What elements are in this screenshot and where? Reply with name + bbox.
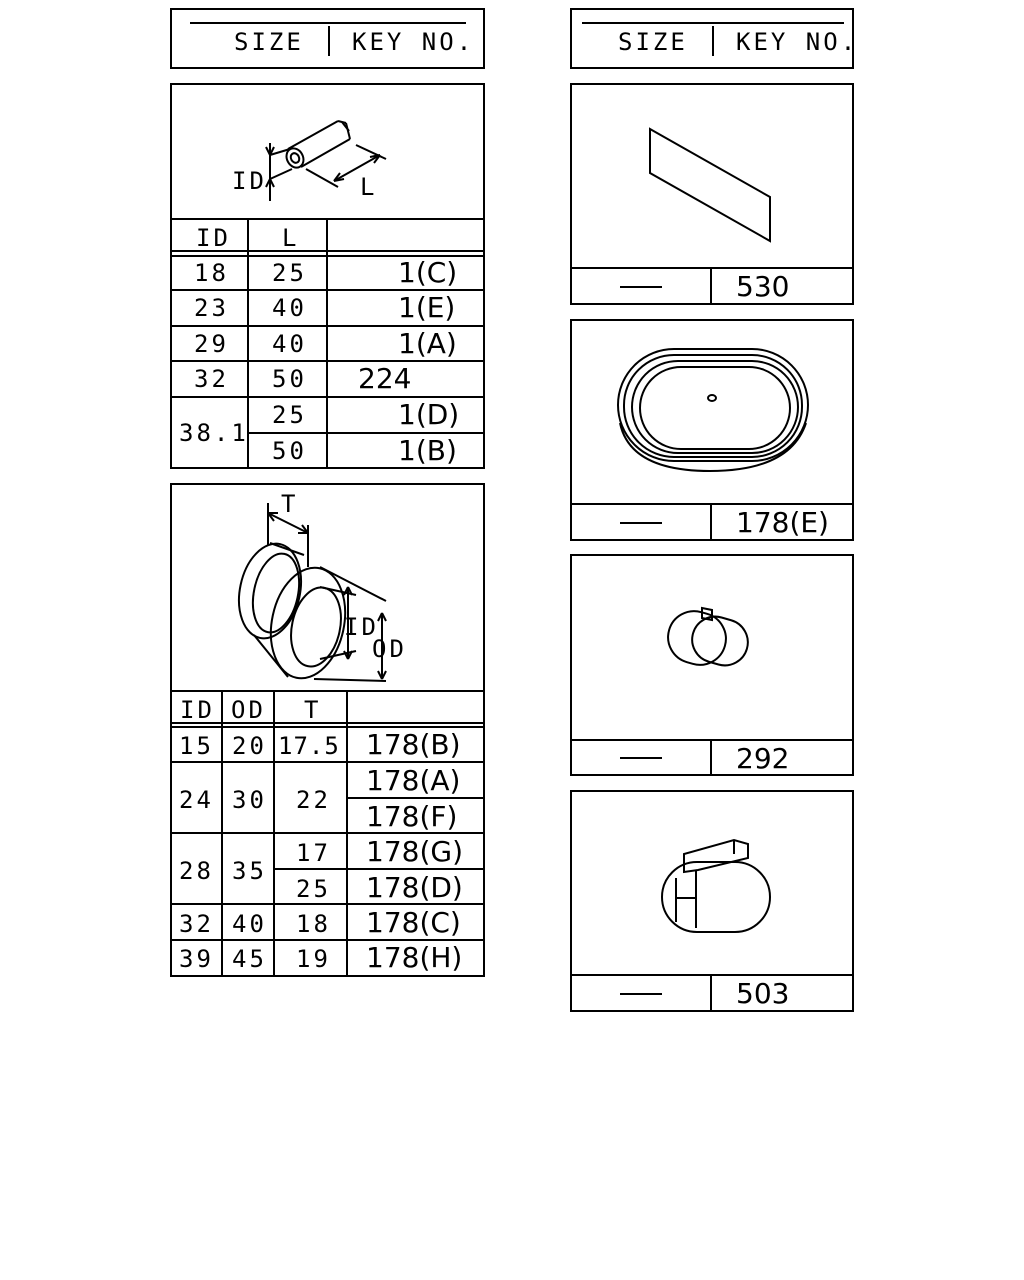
row-key: 178(C) — [366, 906, 461, 939]
header-key-label: KEY NO. — [352, 28, 475, 56]
row-id-merged: 38.1 — [179, 419, 249, 447]
row-key: 178(A) — [366, 764, 461, 797]
row-id: 32 — [194, 365, 229, 393]
row-l: 40 — [272, 294, 307, 322]
grommet-icon — [238, 503, 387, 682]
tube-icon — [265, 120, 387, 201]
tube-table-grid — [170, 83, 485, 469]
row-od: 20 — [232, 732, 267, 760]
row-od-merged: 30 — [232, 786, 267, 814]
row-l: 25 — [272, 259, 307, 287]
row-key: 178(B) — [366, 728, 461, 761]
header-divider — [328, 26, 330, 56]
row-t: 17.5 — [278, 732, 340, 760]
row-key: 1(A) — [398, 327, 457, 360]
diagram-od-label: OD — [372, 635, 407, 663]
right-header-box: SIZE KEY NO. — [570, 8, 855, 69]
row-id: 23 — [194, 294, 229, 322]
row-od: 45 — [232, 945, 267, 973]
col-header-t: T — [304, 696, 322, 724]
tube-table: ID L ID L 18 25 1(C) 23 40 1(E) 29 40 1(… — [170, 83, 485, 469]
header-rule — [190, 22, 466, 24]
small-clip-icon — [667, 606, 749, 667]
sheet-icon — [649, 127, 771, 243]
row-id-merged: 28 — [179, 857, 214, 885]
header-size-label: SIZE — [234, 28, 304, 56]
row-key: 1(E) — [398, 291, 456, 324]
col-header-od: OD — [231, 696, 266, 724]
part-key: 530 — [736, 270, 790, 303]
header-key-label: KEY NO. — [736, 28, 859, 56]
row-t: 25 — [296, 875, 331, 903]
grommet-table: T ID OD ID OD T 15 20 17.5 178(B) 24 30 … — [170, 483, 485, 977]
row-key: 178(F) — [366, 800, 458, 833]
row-od: 40 — [232, 910, 267, 938]
row-id: 29 — [194, 330, 229, 358]
row-id: 15 — [179, 732, 214, 760]
row-od-merged: 35 — [232, 857, 267, 885]
row-l: 40 — [272, 330, 307, 358]
row-t: 19 — [296, 945, 331, 973]
row-id: 39 — [179, 945, 214, 973]
diagram-id-label: ID — [232, 167, 267, 195]
row-t: 17 — [296, 839, 331, 867]
header-rule — [582, 22, 844, 24]
col-header-id: ID — [196, 224, 231, 252]
diagram-id-label: ID — [344, 613, 379, 641]
row-t-merged: 22 — [296, 786, 331, 814]
row-id-merged: 24 — [179, 786, 214, 814]
header-divider — [712, 26, 714, 56]
col-header-l: L — [282, 224, 300, 252]
diagram-l-label: L — [360, 173, 378, 201]
row-key: 178(D) — [366, 871, 463, 904]
row-l: 25 — [272, 401, 307, 429]
part-key: 292 — [736, 742, 790, 775]
col-header-id: ID — [180, 696, 215, 724]
row-id: 32 — [179, 910, 214, 938]
oval-plug-icon — [617, 348, 809, 473]
part-card-178e: — 178(E) — [570, 319, 854, 541]
row-key: 1(D) — [398, 398, 460, 431]
cable-clip-icon — [661, 838, 771, 933]
part-card-530: — 530 — [570, 83, 854, 305]
row-key: 178(G) — [366, 835, 463, 868]
part-key: 503 — [736, 977, 790, 1010]
row-key: 224 — [358, 362, 412, 395]
grommet-table-grid — [170, 483, 485, 977]
diagram-t-label: T — [281, 490, 299, 518]
row-key: 1(B) — [398, 434, 457, 467]
header-size-label: SIZE — [618, 28, 688, 56]
row-key: 178(H) — [366, 941, 463, 974]
part-card-503: — 503 — [570, 790, 854, 1012]
row-l: 50 — [272, 365, 307, 393]
row-key: 1(C) — [398, 256, 458, 289]
part-key: 178(E) — [736, 506, 829, 539]
part-card-292: — 292 — [570, 554, 854, 776]
row-l: 50 — [272, 437, 307, 465]
left-header-box: SIZE KEY NO. — [170, 8, 485, 69]
row-t: 18 — [296, 910, 331, 938]
row-id: 18 — [194, 259, 229, 287]
